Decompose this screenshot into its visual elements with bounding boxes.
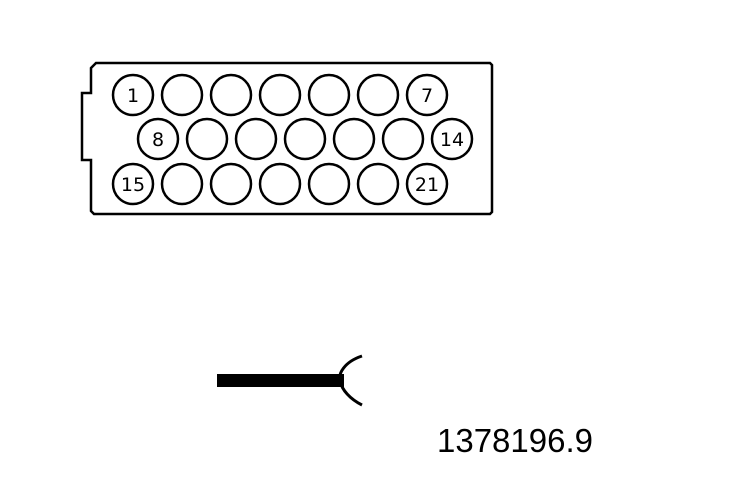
wire-symbol xyxy=(217,354,363,407)
pin-circle xyxy=(356,73,400,117)
pin-circle xyxy=(307,73,351,117)
pin-number-label: 15 xyxy=(121,174,145,196)
pin-circle xyxy=(160,162,204,206)
wire-terminal-socket xyxy=(338,354,363,407)
pin-circle xyxy=(356,162,400,206)
pin-circle xyxy=(258,162,302,206)
connector-pins: 1 7 8 14 15 21 xyxy=(111,73,474,206)
pin-circle xyxy=(160,73,204,117)
pin-circle xyxy=(209,162,253,206)
pin-number-label: 14 xyxy=(440,129,464,151)
pin-number-label: 21 xyxy=(415,174,439,196)
pin-circle xyxy=(283,117,327,161)
pin-circle xyxy=(136,117,180,161)
pin-number-label: 8 xyxy=(152,129,164,151)
pin-circle xyxy=(405,162,449,206)
pin-circle xyxy=(405,73,449,117)
pin-number-label: 1 xyxy=(127,85,139,107)
pin-circle xyxy=(111,162,155,206)
pin-circle xyxy=(307,162,351,206)
pin-circle xyxy=(381,117,425,161)
pin-number-label: 7 xyxy=(421,85,433,107)
pin-circle xyxy=(332,117,376,161)
connector-housing xyxy=(80,61,494,216)
pin-circle xyxy=(234,117,278,161)
reference-number: 1378196.9 xyxy=(437,422,593,459)
pin-circle xyxy=(258,73,302,117)
pin-circle xyxy=(209,73,253,117)
pin-circle xyxy=(430,117,474,161)
wire-lead xyxy=(217,374,344,387)
pin-circle xyxy=(111,73,155,117)
pin-circle xyxy=(185,117,229,161)
